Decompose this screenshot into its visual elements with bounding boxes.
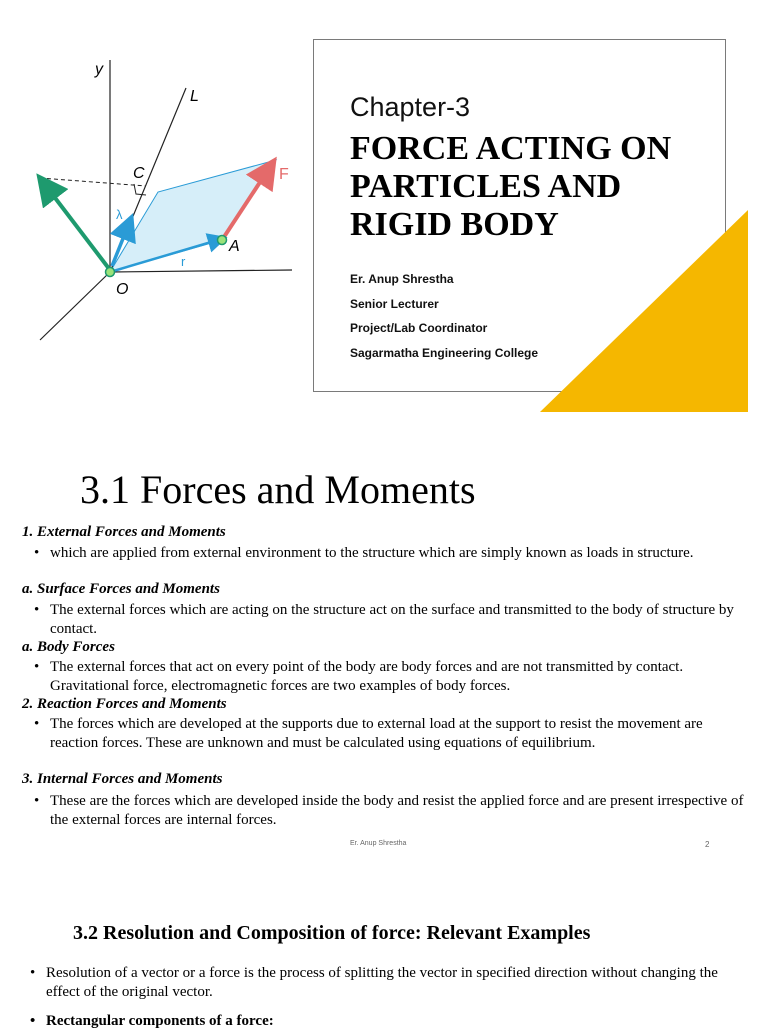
bullet-text: The external forces that act on every po…: [50, 659, 684, 694]
bullet-text: Rectangular components of a force:: [46, 1013, 274, 1029]
section-heading: a. Surface Forces and Moments: [22, 581, 220, 597]
slide-title: 3.2 Resolution and Composition of force:…: [73, 922, 591, 944]
bullet-text: The external forces which are acting on …: [50, 602, 734, 637]
section-heading: 1. External Forces and Moments: [22, 524, 226, 540]
chapter-title-line: PARTICLES AND: [350, 168, 622, 205]
accent-triangle: [540, 210, 748, 412]
label-A: A: [228, 238, 240, 255]
label-lambda: λ: [116, 207, 123, 222]
label-F: F: [279, 166, 289, 183]
bullet-item: •The forces which are developed at the s…: [34, 715, 744, 753]
bullet-item: •These are the forces which are develope…: [34, 793, 744, 828]
label-r: r: [181, 254, 186, 269]
bullet-item: •The external forces that act on every p…: [34, 658, 744, 696]
section-heading: a. Body Forces: [22, 639, 115, 655]
bullet-text: which are applied from external environm…: [50, 545, 694, 561]
bullet-item: •The external forces which are acting on…: [34, 601, 744, 639]
chapter-title: FORCE ACTING ON PARTICLES AND RIGID BODY: [350, 130, 671, 244]
author-role: Project/Lab Coordinator: [350, 321, 488, 335]
author-role: Senior Lecturer: [350, 297, 439, 311]
label-O: O: [116, 281, 128, 298]
bullet-item: •Resolution of a vector or a force is th…: [30, 964, 750, 1002]
title-frame: [313, 39, 726, 392]
author-institution: Sagarmatha Engineering College: [350, 346, 539, 360]
page-number: 2: [705, 840, 710, 849]
section-heading: 3. Internal Forces and Moments: [22, 771, 223, 787]
footer-author: Er. Anup Shrestha: [350, 840, 407, 847]
chapter-title-line: RIGID BODY: [350, 206, 559, 243]
bullet-text: Resolution of a vector or a force is the…: [46, 965, 718, 1000]
chapter-label: Chapter-3: [350, 92, 471, 122]
bullet-item: •Rectangular components of a force:: [30, 1012, 750, 1031]
label-L: L: [190, 88, 199, 105]
slide-title: 3.1 Forces and Moments: [80, 467, 476, 512]
bullet-text: These are the forces which are developed…: [50, 793, 744, 828]
bullet-item: •which are applied from external environ…: [34, 544, 744, 563]
label-y: y: [94, 61, 104, 78]
label-C: C: [133, 165, 145, 182]
bullet-text: The forces which are developed at the su…: [50, 716, 703, 751]
vector-diagram: y L C F λ A r O: [36, 60, 293, 341]
author-name: Er. Anup Shrestha: [350, 272, 454, 286]
chapter-title-line: FORCE ACTING ON: [350, 130, 672, 167]
section-heading: 2. Reaction Forces and Moments: [22, 696, 227, 712]
